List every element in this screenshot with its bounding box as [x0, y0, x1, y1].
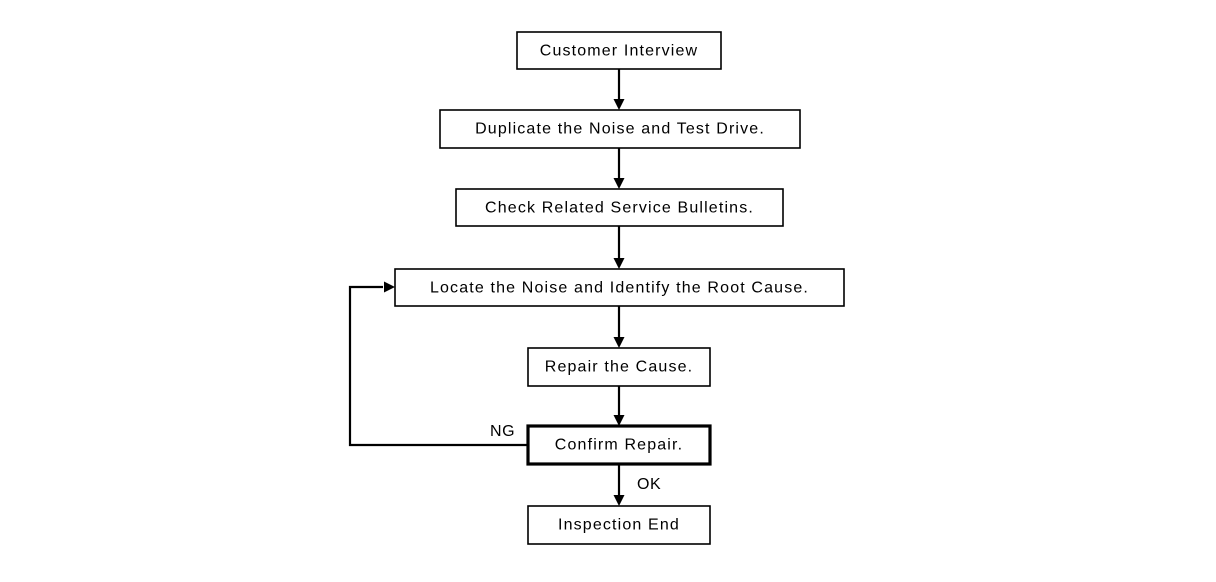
node-label-customer-interview: Customer Interview [540, 43, 699, 60]
node-check-bulletins[interactable]: Check Related Service Bulletins. [455, 188, 784, 227]
edge-confirm-ng-loop [348, 281, 528, 447]
edge-bulletins-to-locate [613, 226, 625, 269]
node-label-locate-noise: Locate the Noise and Identify the Root C… [430, 280, 809, 297]
node-confirm-repair[interactable]: Confirm Repair. [526, 424, 712, 466]
edge-label-ok: OK [637, 476, 661, 493]
edge-locate-to-repair [613, 306, 625, 348]
node-label-check-bulletins: Check Related Service Bulletins. [485, 200, 754, 217]
edge-confirm-to-end [613, 464, 625, 506]
node-label-duplicate-noise: Duplicate the Noise and Test Drive. [475, 121, 765, 138]
edge-label-ng: NG [490, 423, 515, 440]
edge-duplicate-to-bulletins [613, 148, 625, 189]
edge-interview-to-duplicate [613, 69, 625, 110]
node-layer: Customer Interview Duplicate the Noise a… [394, 31, 845, 545]
node-repair-cause[interactable]: Repair the Cause. [527, 347, 711, 387]
edge-label-layer: NG OK [490, 423, 661, 493]
node-locate-noise[interactable]: Locate the Noise and Identify the Root C… [394, 268, 845, 307]
node-label-repair-cause: Repair the Cause. [545, 359, 694, 376]
edge-repair-to-confirm [613, 386, 625, 426]
edge-layer [348, 69, 625, 506]
node-label-inspection-end: Inspection End [558, 517, 680, 534]
node-inspection-end[interactable]: Inspection End [527, 505, 711, 545]
node-label-confirm-repair: Confirm Repair. [555, 437, 683, 454]
node-duplicate-noise[interactable]: Duplicate the Noise and Test Drive. [439, 109, 801, 149]
node-customer-interview[interactable]: Customer Interview [516, 31, 722, 70]
